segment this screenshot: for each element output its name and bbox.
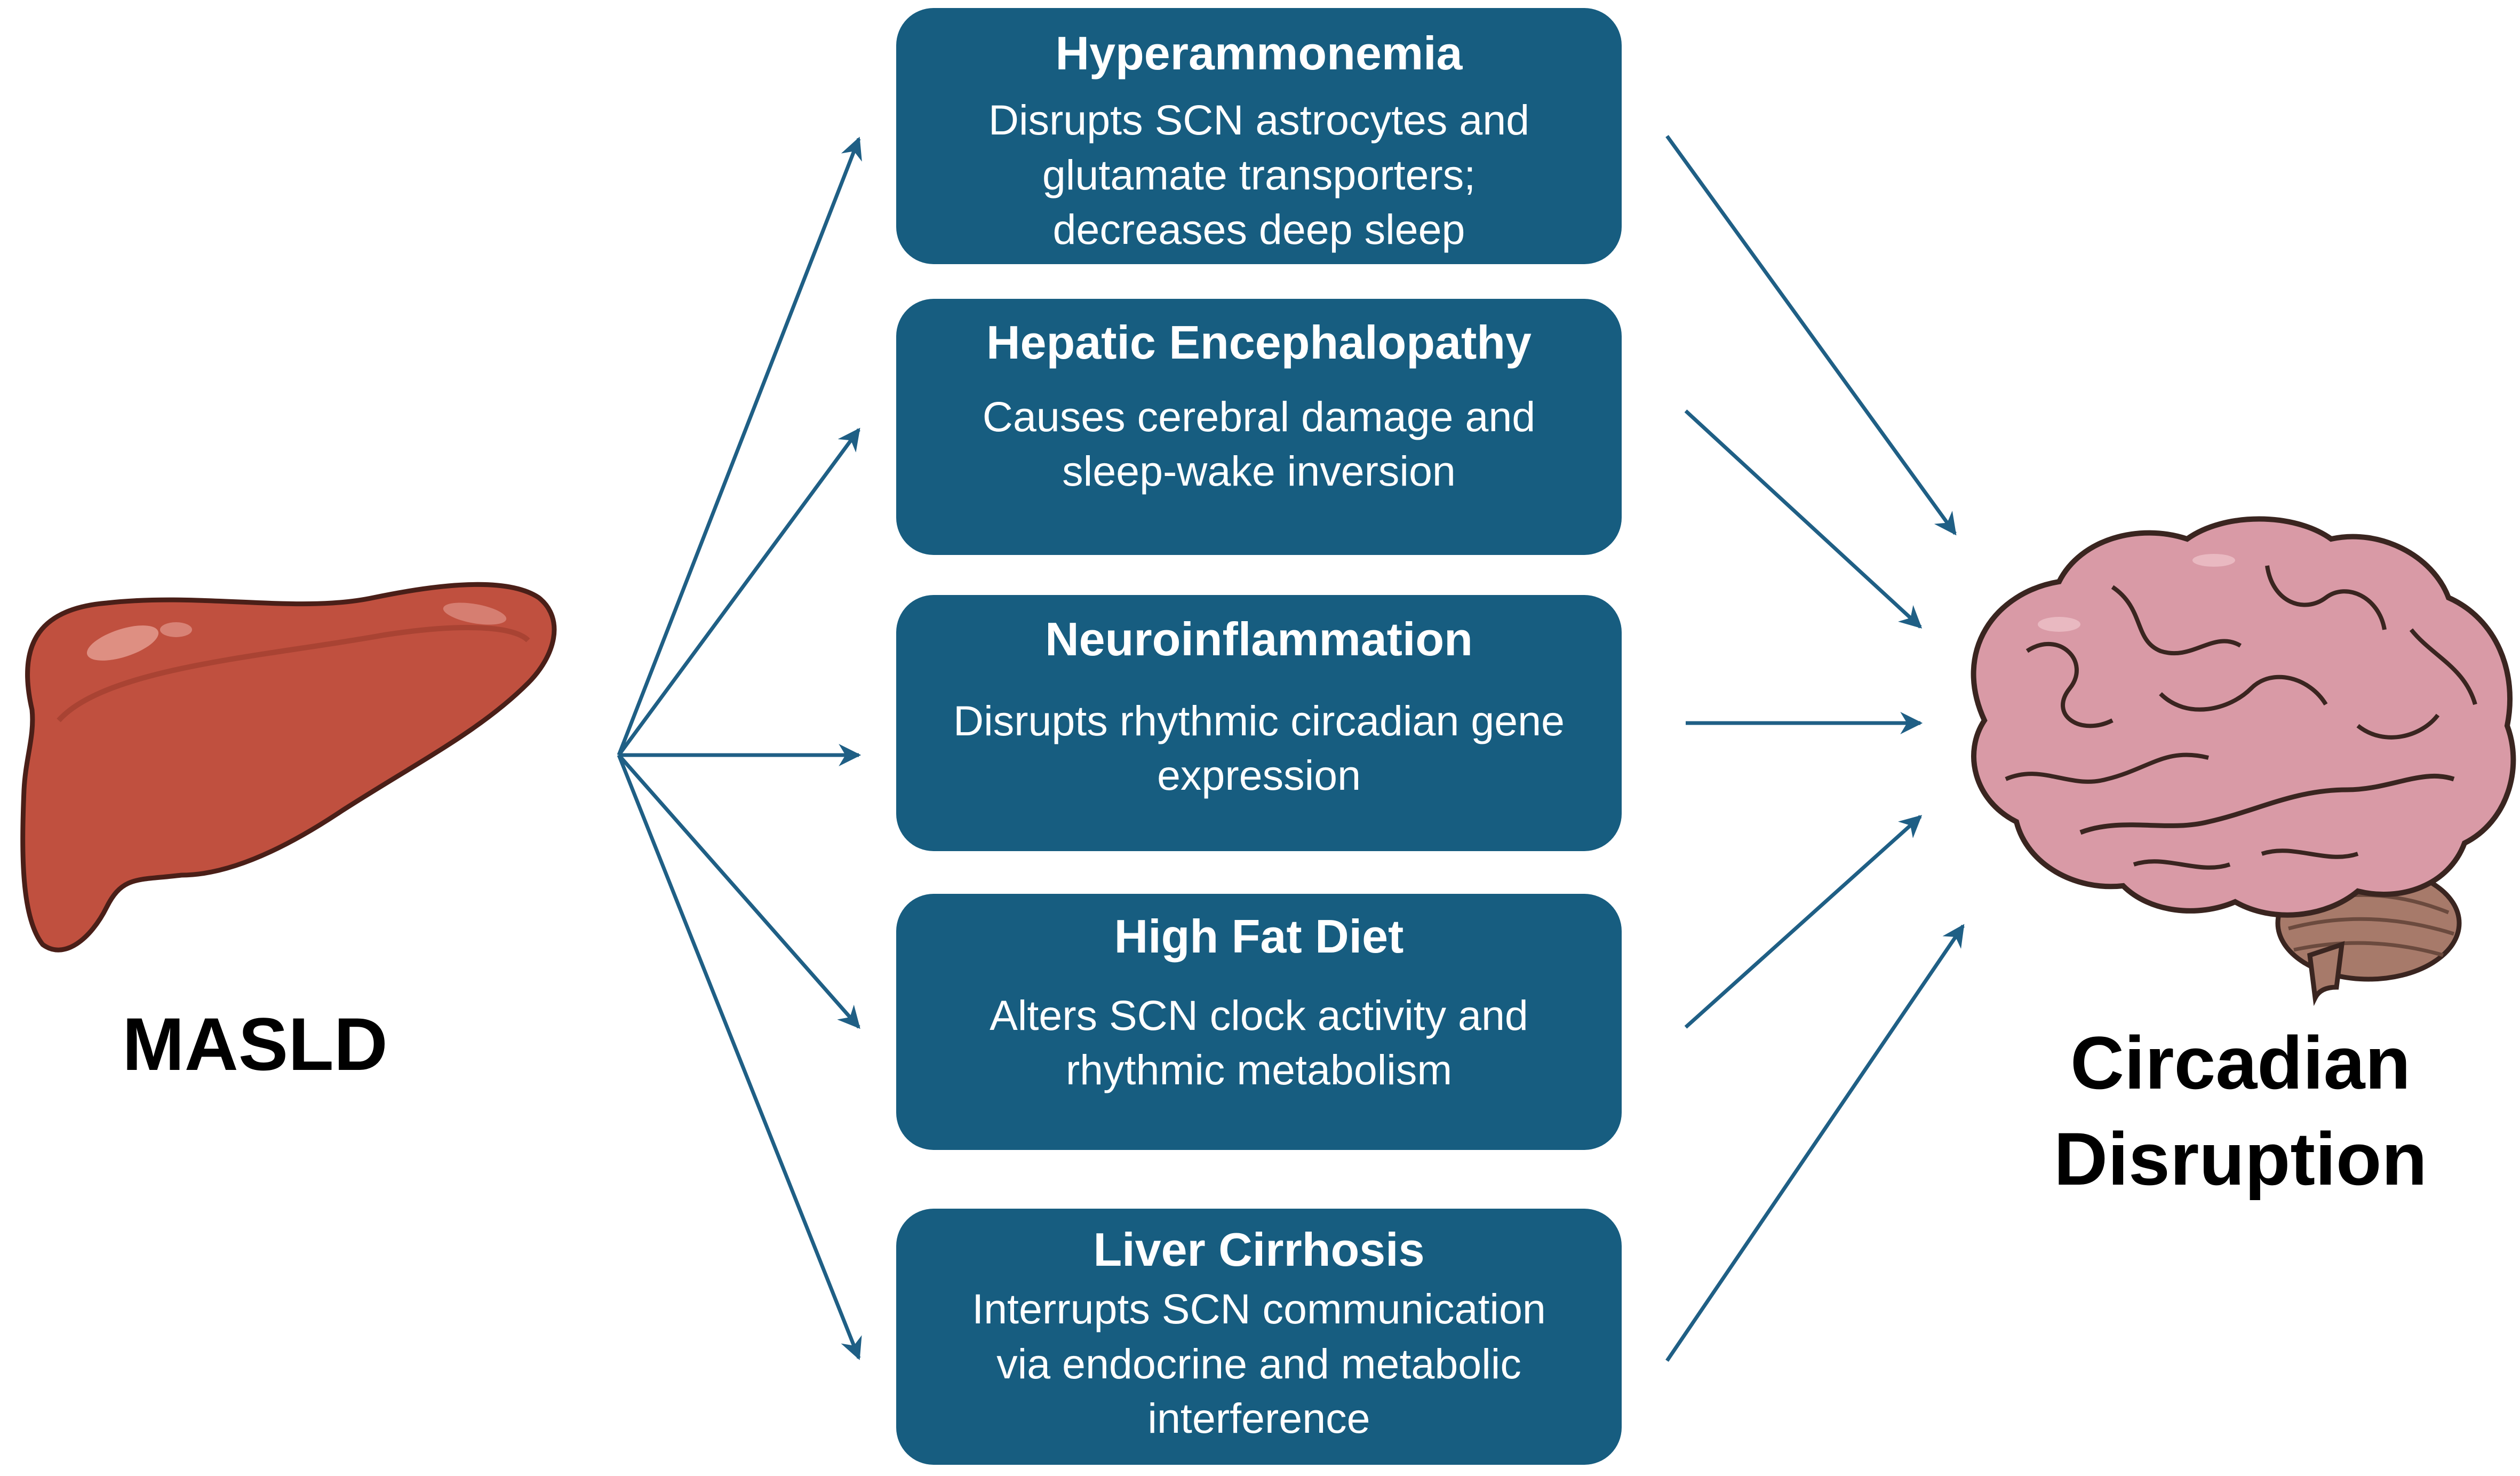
mechanism-line: via endocrine and metabolic [996,1340,1521,1387]
mechanism-box-high-fat-diet: High Fat Diet Alters SCN clock activity … [896,894,1622,1150]
arrow-masld-to-hyperammonemia [617,137,862,756]
mechanism-line: decreases deep sleep [1053,205,1465,253]
mechanism-title: Liver Cirrhosis [1093,1223,1424,1276]
mechanism-line: Disrupts rhythmic circadian gene [953,697,1565,744]
mechanism-line: interference [1147,1394,1370,1442]
source-label: MASLD [122,1002,388,1086]
arrow-masld-to-liver-cirrhosis [617,754,862,1360]
arrow-hyperammonemia-to-brain [1665,134,1957,536]
mechanism-title: Hepatic Encephalopathy [986,316,1532,369]
mechanism-box-neuroinflammation: Neuroinflammation Disrupts rhythmic circ… [896,595,1622,851]
mechanism-line: rhythmic metabolism [1066,1046,1452,1093]
arrow-masld-to-high-fat-diet [617,753,860,1029]
brain-icon [1971,516,2516,1006]
target-label-line1: Circadian [2070,1021,2411,1105]
mechanism-box-liver-cirrhosis: Liver Cirrhosis Interrupts SCN communica… [896,1209,1622,1465]
mechanism-line: Disrupts SCN astrocytes and [988,96,1529,144]
liver-icon [20,582,557,953]
mechanism-line: Causes cerebral damage and [983,393,1535,440]
mechanism-box-hyperammonemia: Hyperammonemia Disrupts SCN astrocytes a… [896,8,1622,264]
mechanism-line: Alters SCN clock activity and [990,991,1528,1039]
arrow-liver-cirrhosis-to-brain [1665,924,1965,1362]
mechanism-line: sleep-wake inversion [1062,447,1456,495]
mechanism-line: expression [1157,751,1361,799]
mechanism-box-hepatic-encephalopathy: Hepatic Encephalopathy Causes cerebral d… [896,299,1622,555]
arrow-masld-to-hepatic-encephalopathy [617,427,860,757]
arrow-high-fat-diet-to-brain [1684,815,1923,1029]
mechanism-title: Neuroinflammation [1045,613,1473,665]
mechanism-title: Hyperammonemia [1056,27,1463,80]
output-arrows [1665,134,1965,1362]
input-arrows [617,137,862,1360]
arrow-hepatic-encephalopathy-to-brain [1684,409,1923,629]
target-label-line2: Disruption [2054,1117,2427,1201]
mechanism-line: glutamate transporters; [1042,151,1476,199]
mechanism-line: Interrupts SCN communication [972,1285,1546,1332]
mechanism-title: High Fat Diet [1114,910,1404,963]
